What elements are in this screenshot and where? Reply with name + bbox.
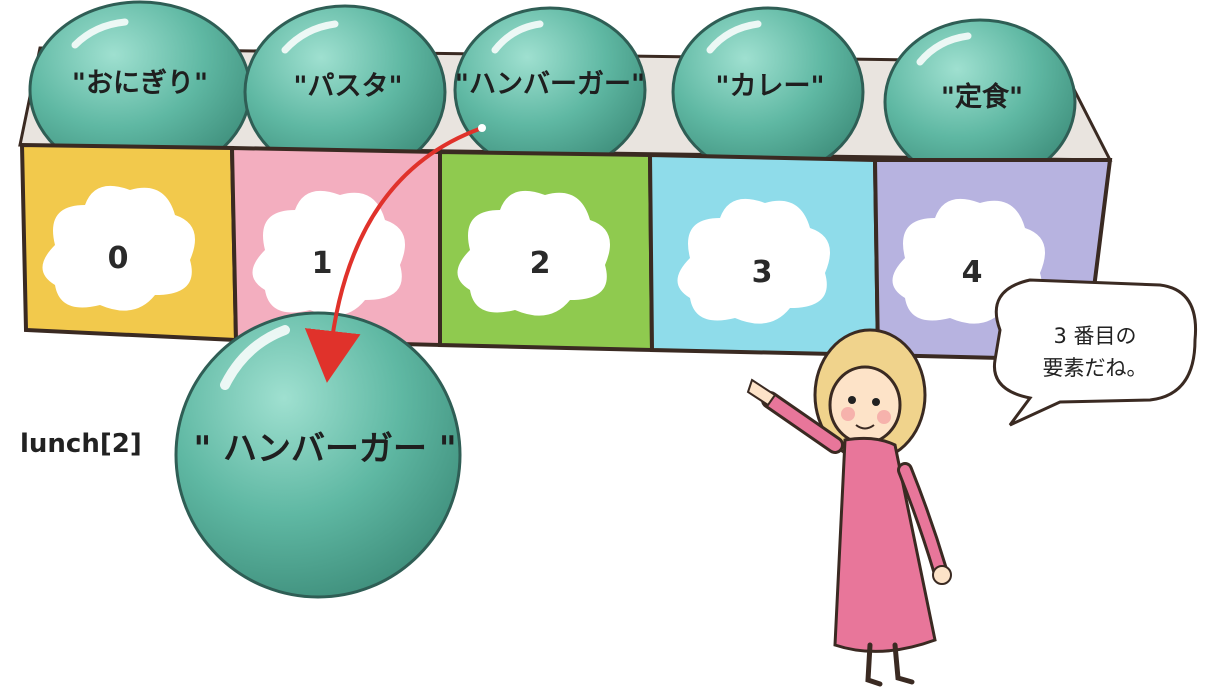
array-index-0: 0 (108, 241, 129, 276)
arrow-start-dot (478, 124, 486, 132)
speech-line-2: 要素だね。 (1043, 356, 1148, 380)
array-ball-2: "ハンバーガー" (453, 6, 647, 174)
access-expression: lunch[2] (20, 429, 142, 459)
retrieved-value: " ハンバーガー " (193, 429, 456, 469)
array-index-4: 4 (962, 255, 983, 290)
array-index-3: 3 (752, 255, 773, 290)
cloud-icon (677, 198, 830, 324)
girl-dress (833, 436, 937, 653)
array-index-2: 2 (530, 246, 551, 281)
pointing-hand (746, 378, 777, 407)
array-ball-3: "カレー" (671, 6, 865, 178)
array-ball-0: "おにぎり" (28, 0, 252, 180)
array-value-1: "パスタ" (293, 71, 402, 102)
speech-line-1: 3 番目の (1053, 324, 1136, 348)
array-ball-1: "パスタ" (243, 4, 447, 180)
array-value-3: "カレー" (715, 71, 824, 102)
array-slot-3: 3 (647, 152, 881, 358)
access-arrow (304, 126, 483, 383)
speech-bubble: 3 番目の 要素だね。 (992, 278, 1198, 427)
array-balls: "おにぎり" "パスタ" "ハンバーガー" "カレー" "定食" (28, 0, 1077, 186)
retrieved-ball (174, 311, 462, 599)
array-slots: 0 1 2 3 4 (19, 142, 1113, 363)
array-index-1: 1 (312, 246, 333, 281)
cloud-icon (457, 190, 610, 316)
girl-face (828, 365, 902, 445)
array-value-0: "おにぎり" (72, 68, 208, 99)
array-slot-2: 2 (438, 149, 655, 353)
array-value-4: "定食" (941, 81, 1023, 113)
retrieved-element: " ハンバーガー " (174, 311, 462, 599)
cloud-icon (252, 190, 405, 316)
array-slot-0: 0 (19, 142, 239, 343)
cloud-icon (42, 185, 195, 311)
girl-character (746, 328, 952, 687)
array-value-2: "ハンバーガー" (455, 69, 645, 100)
